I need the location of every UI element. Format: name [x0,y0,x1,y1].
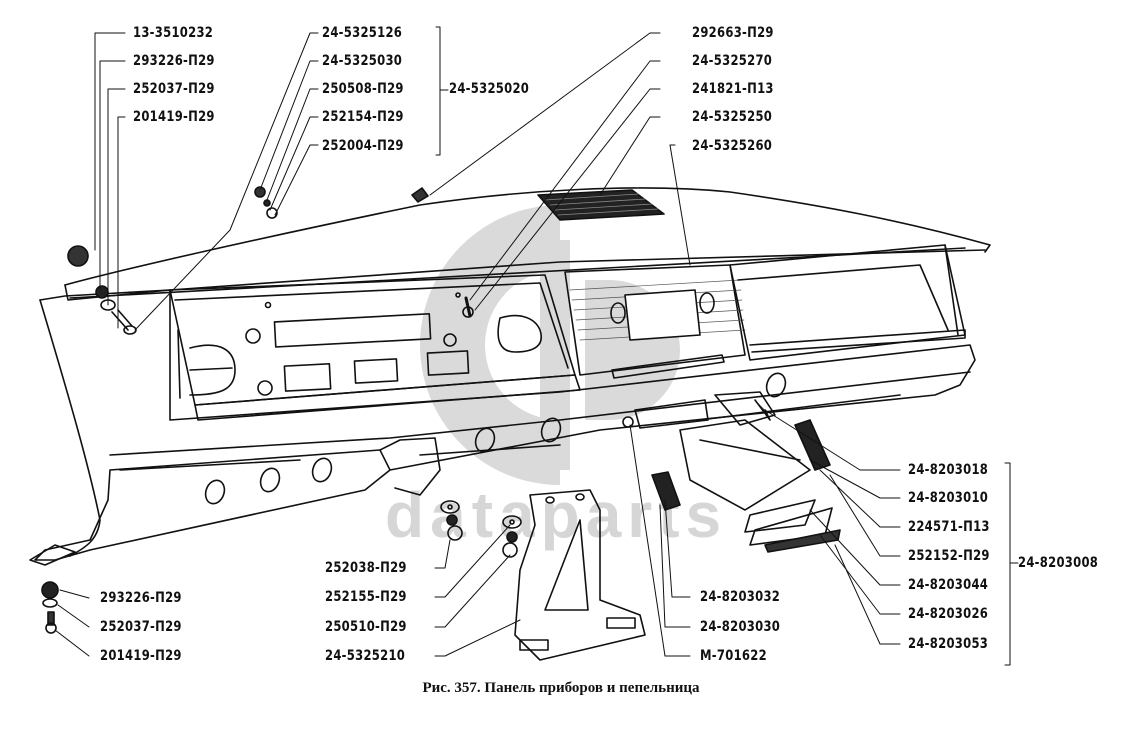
fasteners-top-center [254,186,474,318]
assembly-label: 24-5325020 [449,81,530,97]
assembly-label: 24-8203008 [1018,555,1099,571]
part-label: 201419-П29 [133,109,215,125]
part-label: 24-5325250 [692,109,773,125]
part-label: 252155-П29 [325,589,407,605]
part-label: 13-3510232 [133,25,214,41]
part-label: 252004-П29 [322,138,404,154]
part-label: 201419-П29 [100,648,182,664]
dashboard-panel-body [34,289,976,561]
watermark-logo [420,205,680,485]
part-label: 252038-П29 [325,560,407,576]
part-label: 293226-П29 [100,590,182,606]
leader-lines [54,26,1019,666]
part-label: 24-8203053 [908,636,989,652]
part-label: 24-8203010 [908,490,989,506]
glove-box [729,244,966,361]
lower-panel-holes [204,372,787,505]
center-console [564,264,746,379]
part-label: 250510-П29 [325,619,407,635]
part-label: 241821-П13 [692,81,774,97]
part-label: 252152-П29 [908,548,990,564]
part-label: 24-5325210 [325,648,406,664]
washers-bottom-center [440,500,522,558]
fasteners-bottom-left [29,544,76,634]
part-label: 24-8203032 [700,589,781,605]
defroster-grille [537,189,665,221]
part-label: 24-5325260 [692,138,773,154]
part-label: М-701622 [700,648,767,664]
part-label: 293226-П29 [133,53,215,69]
support-bracket [514,489,646,661]
part-label: 224571-П13 [908,519,990,535]
part-label: 24-8203018 [908,462,989,478]
part-label: 24-5325126 [322,25,403,41]
part-label: 250508-П29 [322,81,404,97]
part-label: 24-5325270 [692,53,773,69]
part-label: 252037-П29 [133,81,215,97]
instrument-cluster [169,274,581,421]
part-label: 24-5325030 [322,53,403,69]
part-label: 292663-П29 [692,25,774,41]
fasteners-top-left [67,245,137,335]
part-label: 24-8203026 [908,606,989,622]
part-label: 252037-П29 [100,619,182,635]
figure-caption: Рис. 357. Панель приборов и пепельница [422,680,700,696]
part-label: 24-8203030 [700,619,781,635]
ashtray-assembly [651,391,841,553]
part-label: 24-8203044 [908,577,989,593]
part-label: 252154-П29 [322,109,404,125]
